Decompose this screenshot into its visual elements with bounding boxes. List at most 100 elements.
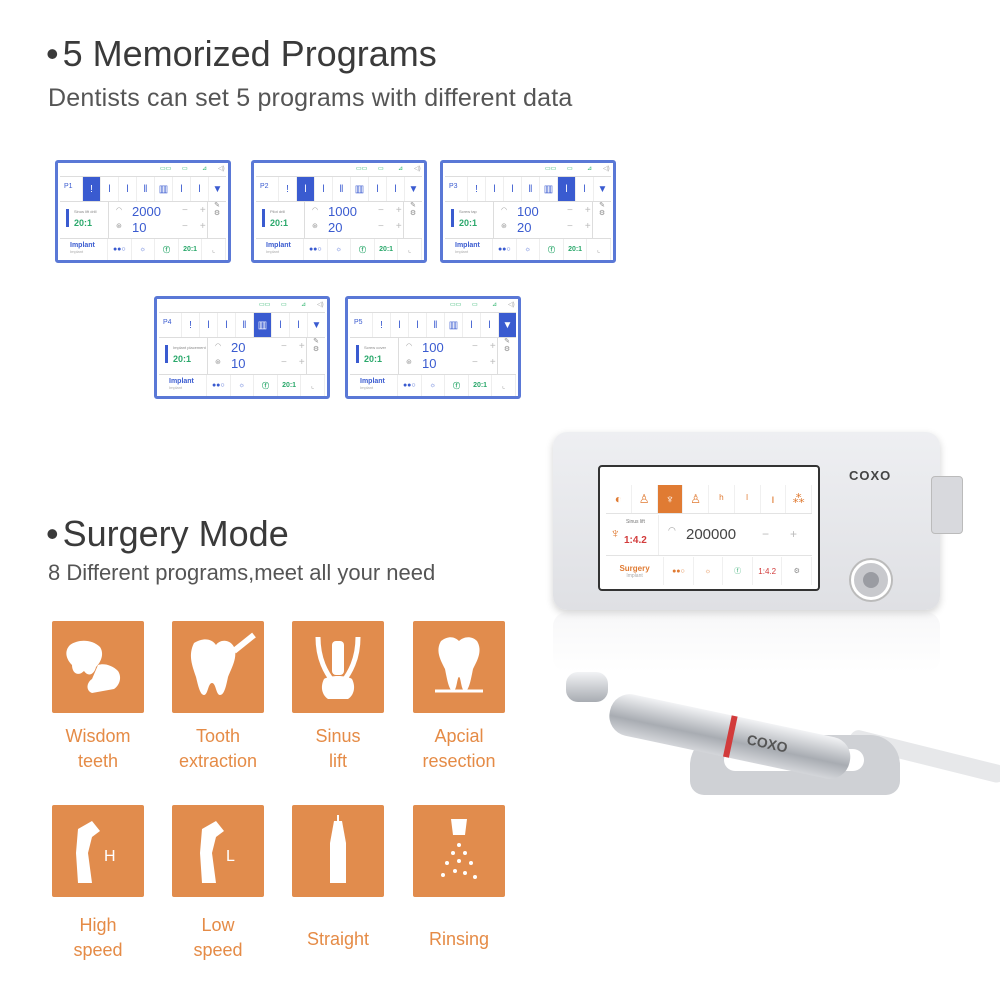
speed-adjust-buttons[interactable]: −+	[378, 205, 414, 216]
mode-button[interactable]: Implant Implant	[159, 375, 207, 396]
mode-button[interactable]: Implant Implant	[256, 239, 304, 260]
tool-icon[interactable]: ǁ	[521, 177, 539, 201]
tool-icon[interactable]: !	[181, 313, 199, 337]
tool-icon[interactable]: ǀ	[314, 177, 332, 201]
torque-adjust-buttons[interactable]: −+	[281, 357, 317, 368]
tool-icon[interactable]: ǁ	[426, 313, 444, 337]
tool-icon[interactable]: ǀ	[296, 177, 314, 201]
tool-icon[interactable]: ǀ	[503, 177, 521, 201]
edit-icon[interactable]: ✎⚙	[207, 201, 226, 238]
straight-icon[interactable]: ı	[761, 485, 787, 513]
torque-adjust-buttons[interactable]: −+	[567, 221, 603, 232]
mode-button[interactable]: Implant Implant	[350, 375, 398, 396]
tool-icon[interactable]: ▥	[154, 177, 172, 201]
lamp-icon[interactable]: ☼	[328, 239, 352, 260]
tool-icon[interactable]: ǀ	[118, 177, 136, 201]
tool-icon[interactable]: ǀ	[289, 313, 307, 337]
ratio-button[interactable]: 20:1	[375, 239, 399, 260]
tool-icon[interactable]: ǀ	[557, 177, 575, 201]
tool-icon[interactable]: ǀ	[480, 313, 498, 337]
lamp-icon[interactable]: ☼	[231, 375, 255, 396]
light-level-icon[interactable]: ●●○	[493, 239, 517, 260]
forward-icon[interactable]: ⓕ	[723, 557, 753, 585]
lamp-icon[interactable]: ☼	[132, 239, 156, 260]
light-level-icon[interactable]: ●●○	[108, 239, 132, 260]
speed-adjust-buttons[interactable]: −+	[567, 205, 603, 216]
chart-icon[interactable]: ⌞	[301, 375, 325, 396]
tool-icon[interactable]: ǁ	[332, 177, 350, 201]
chart-icon[interactable]: ⌞	[492, 375, 516, 396]
tool-icon[interactable]: ǀ	[271, 313, 289, 337]
tool-icon[interactable]: ǁ	[136, 177, 154, 201]
edit-icon[interactable]: ✎⚙	[497, 337, 516, 374]
tooth-icon[interactable]: ♙	[632, 485, 658, 513]
tool-icon[interactable]: ǀ	[462, 313, 480, 337]
device-mode-button[interactable]: Surgery Implant	[606, 557, 665, 585]
tool-icon[interactable]: ǁ	[235, 313, 253, 337]
tool-icon[interactable]: !	[278, 177, 296, 201]
tool-icon[interactable]: ǀ	[172, 177, 190, 201]
chart-icon[interactable]: ⌞	[202, 239, 226, 260]
forward-icon[interactable]: ⓕ	[155, 239, 179, 260]
tool-icon[interactable]: ▥	[253, 313, 271, 337]
chart-icon[interactable]: ⌞	[398, 239, 422, 260]
tool-icon[interactable]: ▼	[307, 313, 325, 337]
speed-adjust-buttons[interactable]: −+	[182, 205, 218, 216]
high-speed-icon[interactable]: ʰ	[709, 485, 735, 513]
chart-icon[interactable]: ⌞	[587, 239, 611, 260]
ratio-button[interactable]: 20:1	[564, 239, 588, 260]
light-level-icon[interactable]: ●●○	[207, 375, 231, 396]
tool-icon[interactable]: ▥	[539, 177, 557, 201]
speed-adjust-buttons[interactable]: −+	[472, 341, 508, 352]
minus-button[interactable]: −	[762, 527, 770, 541]
light-level-icon[interactable]: ●●○	[664, 557, 694, 585]
tool-icon[interactable]: ǀ	[368, 177, 386, 201]
tool-icon[interactable]: ǀ	[485, 177, 503, 201]
device-screen[interactable]: ◐ ♙ ♆ ♙ ʰ ˡ ı ⁂ Sinus lift ♆ 1:4.2 ◠ 200…	[598, 465, 820, 591]
tool-icon[interactable]: ǀ	[100, 177, 118, 201]
device-ratio-button[interactable]: 1:4.2	[753, 557, 783, 585]
lamp-icon[interactable]: ☼	[422, 375, 446, 396]
torque-adjust-buttons[interactable]: −+	[182, 221, 218, 232]
edit-icon[interactable]: ✎⚙	[403, 201, 422, 238]
tool-icon[interactable]: ▼	[404, 177, 422, 201]
tool-icon[interactable]: !	[82, 177, 100, 201]
light-level-icon[interactable]: ●●○	[304, 239, 328, 260]
tool-icon[interactable]: ▼	[208, 177, 226, 201]
edit-icon[interactable]: ✎⚙	[592, 201, 611, 238]
forward-icon[interactable]: ⓕ	[351, 239, 375, 260]
tool-icon[interactable]: ▥	[350, 177, 368, 201]
ratio-button[interactable]: 20:1	[469, 375, 493, 396]
torque-adjust-buttons[interactable]: −+	[472, 357, 508, 368]
lamp-icon[interactable]: ☼	[517, 239, 541, 260]
forward-icon[interactable]: ⓕ	[254, 375, 278, 396]
apical-resection-icon[interactable]: ♙	[683, 485, 709, 513]
tool-icon[interactable]: !	[467, 177, 485, 201]
ratio-button[interactable]: 20:1	[179, 239, 203, 260]
wisdom-teeth-icon[interactable]: ◐	[606, 485, 632, 513]
light-level-icon[interactable]: ●●○	[398, 375, 422, 396]
low-speed-icon[interactable]: ˡ	[735, 485, 761, 513]
forward-icon[interactable]: ⓕ	[445, 375, 469, 396]
tool-icon[interactable]: ǀ	[386, 177, 404, 201]
tool-icon[interactable]: ǀ	[575, 177, 593, 201]
torque-adjust-buttons[interactable]: −+	[378, 221, 414, 232]
settings-icon[interactable]: ⚙	[782, 557, 813, 585]
forward-icon[interactable]: ⓕ	[540, 239, 564, 260]
mode-button[interactable]: Implant Implant	[60, 239, 108, 260]
mode-button[interactable]: Implant Implant	[445, 239, 493, 260]
tool-icon[interactable]: ǀ	[217, 313, 235, 337]
edit-icon[interactable]: ✎⚙	[306, 337, 325, 374]
tool-icon[interactable]: ▥	[444, 313, 462, 337]
rinsing-icon[interactable]: ⁂	[786, 485, 812, 513]
plus-button[interactable]: +	[790, 527, 798, 541]
tool-icon[interactable]: ǀ	[408, 313, 426, 337]
ratio-button[interactable]: 20:1	[278, 375, 302, 396]
tool-icon[interactable]: ▼	[498, 313, 516, 337]
tool-icon[interactable]: ▼	[593, 177, 611, 201]
